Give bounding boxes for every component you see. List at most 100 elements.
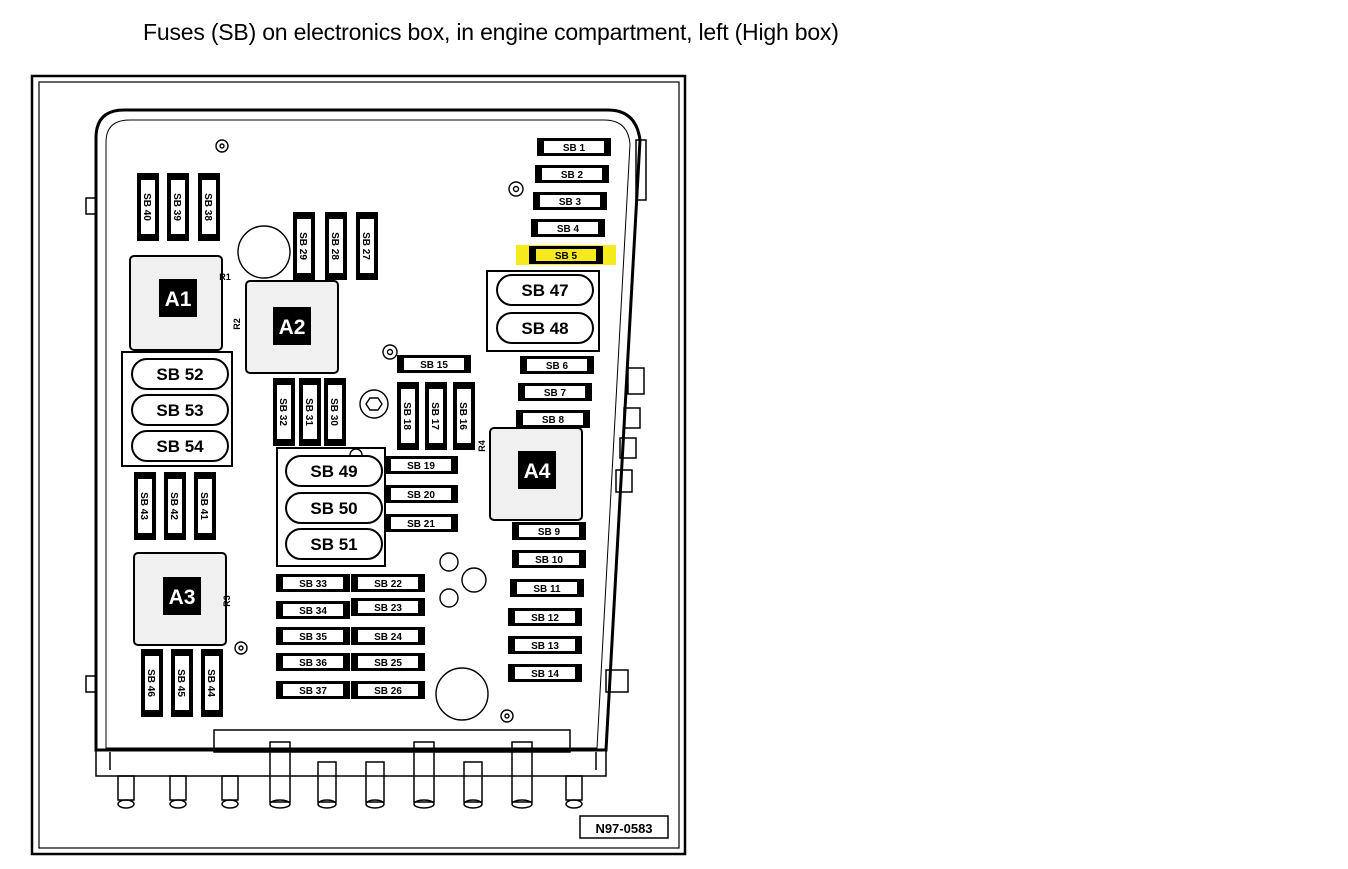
fuse-sb42: SB 42 bbox=[164, 472, 186, 540]
fuse-sb34: SB 34 bbox=[276, 601, 350, 619]
fuse-sb37: SB 37 bbox=[276, 681, 350, 699]
fuse-label: SB 50 bbox=[310, 499, 357, 518]
fuse-sb5: SB 5 bbox=[516, 245, 616, 265]
fuse-sb10: SB 10 bbox=[512, 550, 586, 568]
fuse-sb14: SB 14 bbox=[508, 664, 582, 682]
fuse-label: SB 45 bbox=[175, 669, 186, 697]
fuse-label: SB 7 bbox=[544, 388, 567, 399]
fuse-sb28: SB 28 bbox=[325, 212, 347, 280]
fuse-label: SB 35 bbox=[299, 632, 327, 643]
fuse-sb4: SB 4 bbox=[531, 219, 605, 237]
fuse-label: SB 36 bbox=[299, 658, 327, 669]
module-a4: A4 bbox=[518, 451, 556, 489]
figure-code-frame bbox=[579, 815, 669, 839]
fuse-label: SB 2 bbox=[561, 170, 584, 181]
fuse-sb48: SB 48 bbox=[496, 312, 594, 344]
fuse-sb51: SB 51 bbox=[285, 528, 383, 560]
fuse-label: SB 44 bbox=[205, 669, 216, 697]
fuse-label: SB 23 bbox=[374, 603, 402, 614]
fuse-label: SB 24 bbox=[374, 632, 402, 643]
fuse-sb49: SB 49 bbox=[285, 455, 383, 487]
fuse-sb47: SB 47 bbox=[496, 274, 594, 306]
fuse-sb9: SB 9 bbox=[512, 522, 586, 540]
fuse-sb2: SB 2 bbox=[535, 165, 609, 183]
module-label: A2 bbox=[279, 316, 306, 339]
fuse-label: SB 43 bbox=[138, 492, 149, 520]
fuse-sb19: SB 19 bbox=[384, 456, 458, 474]
fuse-label: SB 15 bbox=[420, 360, 448, 371]
fuse-label: SB 47 bbox=[521, 281, 568, 300]
screw-icons bbox=[215, 139, 524, 723]
fuse-sb22: SB 22 bbox=[351, 574, 425, 592]
fuse-sb11: SB 11 bbox=[510, 579, 584, 597]
fuse-label: SB 33 bbox=[299, 579, 327, 590]
fuse-label: SB 46 bbox=[145, 669, 156, 697]
fuse-sb53: SB 53 bbox=[131, 394, 229, 426]
fuse-label: SB 42 bbox=[168, 492, 179, 520]
fuse-sb26: SB 26 bbox=[351, 681, 425, 699]
fuse-label: SB 52 bbox=[156, 365, 203, 384]
fuse-label: SB 3 bbox=[559, 197, 582, 208]
fuse-label: SB 20 bbox=[407, 490, 435, 501]
fuse-sb21: SB 21 bbox=[384, 514, 458, 532]
fuse-sb27: SB 27 bbox=[356, 212, 378, 280]
fuse-sb33: SB 33 bbox=[276, 574, 350, 592]
inner-frame bbox=[38, 81, 680, 849]
fuse-label: SB 53 bbox=[156, 401, 203, 420]
fuse-sb24: SB 24 bbox=[351, 627, 425, 645]
fuse-label: SB 48 bbox=[521, 319, 568, 338]
fuse-label: SB 4 bbox=[557, 224, 580, 235]
fuse-label: SB 29 bbox=[297, 232, 308, 260]
fuse-sb1: SB 1 bbox=[537, 138, 611, 156]
side-clips bbox=[85, 139, 647, 693]
fuse-label: SB 22 bbox=[374, 579, 402, 590]
fuse-sb20: SB 20 bbox=[384, 485, 458, 503]
fuse-label: SB 37 bbox=[299, 686, 327, 697]
fuse-label: SB 40 bbox=[141, 193, 152, 221]
page-title: Fuses (SB) on electronics box, in engine… bbox=[143, 19, 839, 45]
fuse-sb3: SB 3 bbox=[533, 192, 607, 210]
fuse-sb40: SB 40 bbox=[137, 173, 159, 241]
fuse-sb8: SB 8 bbox=[516, 410, 590, 428]
fuse-label: SB 34 bbox=[299, 606, 327, 617]
outer-frame bbox=[30, 74, 687, 856]
fuse-sb15: SB 15 bbox=[397, 355, 471, 373]
fuse-label: SB 9 bbox=[538, 527, 561, 538]
fuse-label: SB 5 bbox=[555, 251, 578, 262]
fuse-sb18: SB 18 bbox=[397, 382, 419, 450]
relay-label-r4: R4 bbox=[477, 440, 487, 452]
fuse-label: SB 6 bbox=[546, 361, 569, 372]
module-a2: A2 bbox=[273, 307, 311, 345]
fuse-sb30: SB 30 bbox=[324, 378, 346, 446]
fuse-label: SB 51 bbox=[310, 535, 357, 554]
fuse-sb36: SB 36 bbox=[276, 653, 350, 671]
fuse-label: SB 21 bbox=[407, 519, 435, 530]
fuse-label: SB 38 bbox=[202, 193, 213, 221]
fuse-label: SB 28 bbox=[329, 232, 340, 260]
box-housing bbox=[94, 108, 642, 752]
fuse-sb16: SB 16 bbox=[453, 382, 475, 450]
fuse-label: SB 10 bbox=[535, 555, 563, 566]
relay-label-r2: R2 bbox=[232, 318, 242, 330]
fuse-holders bbox=[121, 270, 600, 567]
fuse-label: SB 18 bbox=[401, 402, 412, 430]
fuse-sb7: SB 7 bbox=[518, 383, 592, 401]
fuse-sb41: SB 41 bbox=[194, 472, 216, 540]
fuse-sb32: SB 32 bbox=[273, 378, 295, 446]
fuse-label: SB 16 bbox=[457, 402, 468, 430]
fuse-sb25: SB 25 bbox=[351, 653, 425, 671]
fuse-label: SB 30 bbox=[328, 398, 339, 426]
fuse-label: SB 54 bbox=[156, 437, 204, 456]
fuse-label: SB 26 bbox=[374, 686, 402, 697]
fuse-sb54: SB 54 bbox=[131, 430, 229, 462]
module-a3: A3 bbox=[163, 577, 201, 615]
fuse-label: SB 11 bbox=[533, 584, 561, 595]
fuse-sb44: SB 44 bbox=[201, 649, 223, 717]
fuse-sb43: SB 43 bbox=[134, 472, 156, 540]
fuse-sb6: SB 6 bbox=[520, 356, 594, 374]
module-a1: A1 bbox=[159, 279, 197, 317]
fuse-label: SB 39 bbox=[171, 193, 182, 221]
module-label: A4 bbox=[524, 460, 551, 483]
fuse-sb46: SB 46 bbox=[141, 649, 163, 717]
fuse-label: SB 49 bbox=[310, 462, 357, 481]
